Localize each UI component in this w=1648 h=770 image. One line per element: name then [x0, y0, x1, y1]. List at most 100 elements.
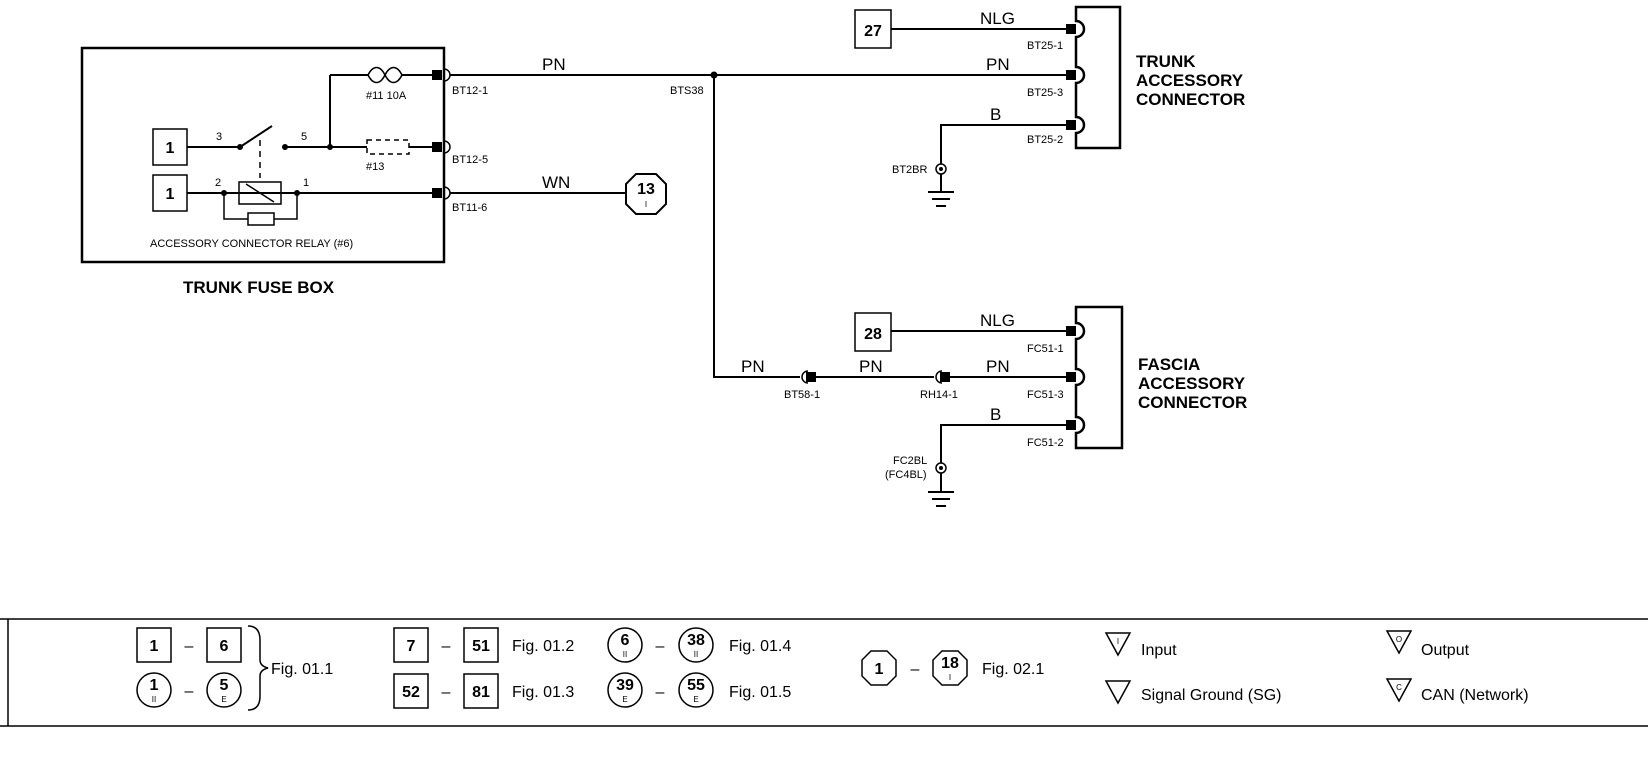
pin-fc51-1 — [1066, 326, 1076, 336]
bt25-3-label: BT25-3 — [1027, 87, 1063, 99]
legend-box-1 — [136, 627, 172, 663]
ref-13-num: 13 — [637, 181, 655, 198]
legend-circle-38-label: 38 — [687, 632, 705, 649]
pin-3-label: 3 — [216, 131, 222, 143]
mate-bt58-1 — [801, 370, 809, 384]
relay-coil — [238, 181, 282, 205]
pin-bt25-3 — [1066, 70, 1076, 80]
ground-top-label: BT2BR — [892, 164, 928, 176]
legend-circle-38-sub: II — [694, 650, 698, 659]
legend-circle-5-label: 5 — [220, 677, 229, 694]
main-wiring: PN BTS38 PN WN 13 I PN BT58-1 PN RH14-1 … — [450, 55, 1072, 401]
legend-circle-39-sub: E — [622, 695, 627, 704]
legend-dash-6: – — [656, 684, 665, 701]
legend-octagon-18-sub: I — [949, 673, 951, 682]
trunk-fuse-box: TRUNK FUSE BOX ACCESSORY CONNECTOR RELAY… — [80, 46, 488, 297]
relay-coil-diag — [245, 183, 275, 203]
legend-box-7-label: 7 — [407, 638, 416, 655]
legend-box-52-label: 52 — [402, 684, 420, 701]
fuse-11-symbol-b — [367, 66, 403, 84]
output-triangle-icon — [1385, 630, 1413, 655]
legend-octagon-18 — [932, 650, 968, 686]
legend-circle-1-label: 1 — [150, 677, 159, 694]
fuse-box-outline — [80, 46, 446, 264]
legend-box-7 — [393, 627, 429, 663]
wire-pn-bottom-label: PN — [986, 357, 1010, 376]
legend-dash-1: – — [185, 638, 194, 655]
wire-pn-mid-label: PN — [859, 357, 883, 376]
legend-circle-55 — [678, 672, 714, 708]
trunk-title-3: CONNECTOR — [1136, 90, 1245, 109]
term-bt12-5-label: BT12-5 — [452, 154, 488, 166]
legend-can: CAN (Network) — [1421, 687, 1529, 704]
trunk-title-1: TRUNK — [1136, 52, 1196, 71]
ground-eyelet-bottom-dot — [939, 466, 943, 470]
fc51-3-label: FC51-3 — [1027, 389, 1064, 401]
legend-circle-55-label: 55 — [687, 677, 705, 694]
legend-circle-39 — [607, 672, 643, 708]
ground-eyelet-top-dot — [939, 167, 943, 171]
fc51-2-label: FC51-2 — [1027, 437, 1064, 449]
trunk-connector-body — [1074, 5, 1122, 150]
ground-bottom-label-1: FC2BL — [893, 455, 927, 467]
legend-dash-2: – — [185, 683, 194, 700]
pin-fc51-2 — [1066, 420, 1076, 430]
legend-box-51-label: 51 — [472, 638, 490, 655]
trunk-title-2: ACCESSORY — [1136, 71, 1244, 90]
legend-octagon-1 — [861, 650, 897, 686]
wire-nlg-top-label: NLG — [980, 9, 1015, 28]
legend-dash-3: – — [442, 638, 451, 655]
fuse-box-title: TRUNK FUSE BOX — [183, 278, 335, 297]
signal-ground-triangle-icon — [1104, 680, 1132, 705]
legend-fig-02-1: Fig. 02.1 — [982, 661, 1044, 678]
terminal-bt12-5 — [432, 142, 442, 152]
fascia-connector-body — [1074, 305, 1124, 450]
legend-circle-1 — [136, 672, 172, 708]
ref-13-octagon — [625, 173, 667, 215]
terminal-rh14-1 — [940, 372, 950, 382]
input-triangle-icon — [1104, 632, 1132, 657]
inline-2-label: RH14-1 — [920, 389, 958, 401]
inline-1-label: BT58-1 — [784, 389, 820, 401]
legend-box-81 — [463, 673, 499, 709]
fascia-accessory-connector: 28 NLG FC51-1 FC51-3 FC51-2 FASCIA ACCES… — [854, 305, 1247, 507]
legend-circle-38 — [678, 627, 714, 663]
wire-pn-main-label: PN — [542, 55, 566, 74]
legend-brace — [247, 625, 269, 711]
fascia-title-3: CONNECTOR — [1138, 393, 1247, 412]
ref-27-label: 27 — [864, 23, 882, 40]
wire-pn-down — [713, 75, 800, 378]
legend-output: Output — [1421, 642, 1470, 659]
output-triangle-letter: O — [1396, 635, 1402, 644]
legend-octagon-1-label: 1 — [875, 661, 884, 678]
legend-circle-55-sub: E — [693, 695, 698, 704]
legend-octagon-18-label: 18 — [941, 655, 959, 672]
wire-b-bottom-label: B — [990, 405, 1001, 424]
wire-wn-label: WN — [542, 173, 570, 192]
wire-nlg-bottom-label: NLG — [980, 311, 1015, 330]
legend-fig-01-1: Fig. 01.1 — [271, 661, 333, 678]
term-bt12-1-label: BT12-1 — [452, 85, 488, 97]
switch-blade — [239, 125, 273, 148]
mate-bt12-5 — [443, 140, 451, 154]
terminal-bt11-6 — [432, 188, 442, 198]
terminal-bt58-1 — [806, 372, 816, 382]
splice-label: BTS38 — [670, 85, 704, 97]
bt25-1-label: BT25-1 — [1027, 40, 1063, 52]
pin-5-label: 5 — [301, 131, 307, 143]
pin-fc51-3 — [1066, 372, 1076, 382]
can-triangle-icon — [1385, 678, 1413, 703]
terminal-bt12-1 — [432, 70, 442, 80]
legend-box-6-label: 6 — [220, 638, 229, 655]
coil-resistor — [247, 212, 275, 226]
can-triangle-letter: C — [1396, 683, 1402, 692]
legend-fig-01-4: Fig. 01.4 — [729, 638, 791, 655]
legend-box-6 — [206, 627, 242, 663]
fascia-title-1: FASCIA — [1138, 355, 1200, 374]
relay-label: ACCESSORY CONNECTOR RELAY (#6) — [150, 238, 353, 250]
fascia-title-2: ACCESSORY — [1138, 374, 1246, 393]
pin-bt25-2 — [1066, 120, 1076, 130]
legend-fig-01-5: Fig. 01.5 — [729, 684, 791, 701]
legend: 1 – 6 1 II – 5 E Fig. 01.1 7 – 51 Fig. 0… — [0, 618, 1648, 727]
